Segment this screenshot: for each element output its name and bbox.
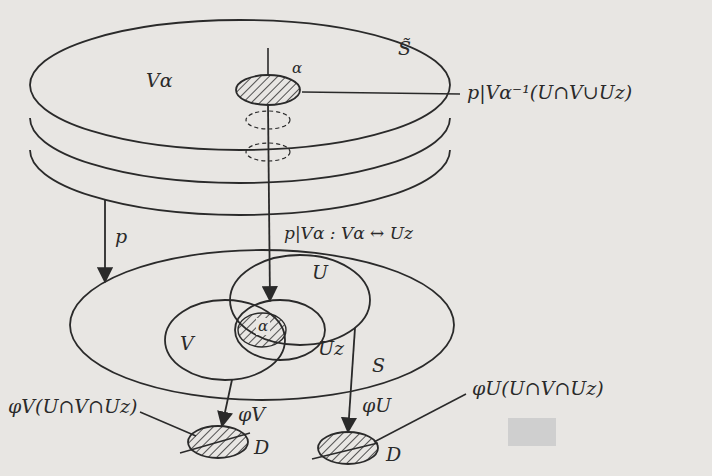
disk: D (188, 426, 248, 458)
disk-shape (318, 432, 378, 464)
covering-space: S̃ Vα (28, 18, 453, 223)
leader-line (302, 92, 460, 94)
sheet-region-shape (236, 75, 300, 105)
node-label: S̃ (398, 38, 411, 59)
sheet-region-outline (236, 75, 300, 105)
sheet-region-copy (246, 111, 290, 129)
map-label: φV (236, 404, 267, 425)
leader-line (140, 412, 196, 436)
disk-shape (188, 426, 248, 458)
grey-patch (508, 418, 556, 446)
node-label: D (254, 437, 269, 458)
disk: D (318, 432, 378, 464)
node-label: D (386, 444, 401, 465)
tick-line (267, 48, 269, 74)
math-label: φV(U∩V∩Uz) (6, 396, 139, 417)
node-label: S (372, 355, 385, 376)
sheet-region: Vα (236, 75, 300, 105)
map-arrow (348, 328, 355, 432)
map-label: φU (360, 395, 393, 416)
sheet-region-copy (246, 143, 290, 161)
node-label: Uz (318, 338, 344, 359)
map-arrow (104, 200, 106, 282)
open-set: Uz (235, 300, 325, 360)
open-set-shape (230, 255, 370, 345)
covering-space-shape (28, 18, 453, 223)
node-label: U (312, 262, 328, 283)
math-label: α (256, 318, 270, 335)
open-set-outline (230, 255, 370, 345)
map-label: p|Vα : Vα ↔ Uz (282, 224, 415, 243)
math-label: α (290, 60, 304, 77)
node-label: Vα (146, 70, 173, 91)
map-arrow (268, 105, 270, 301)
open-set-outline (235, 300, 325, 360)
open-set: U (230, 255, 370, 345)
math-label: φU(U∩V∩Uz) (470, 378, 606, 399)
map-label: p (113, 226, 129, 247)
disk-outline (318, 432, 378, 464)
disk-outline (188, 426, 248, 458)
open-set-shape (235, 300, 325, 360)
sheet-outline (30, 20, 450, 150)
node-label: V (180, 333, 194, 354)
math-label: p|Vα⁻¹(U∩V∪Uz) (465, 82, 634, 103)
map-arrow (222, 380, 232, 426)
intersection-region (238, 313, 286, 347)
base-surface-outline (70, 250, 454, 400)
